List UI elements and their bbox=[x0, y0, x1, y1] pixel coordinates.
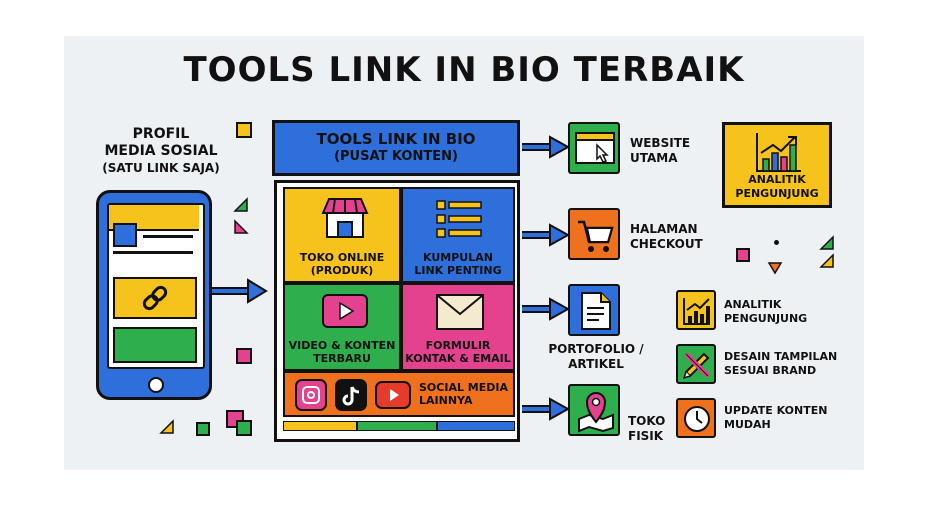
phone-avatar bbox=[113, 223, 137, 247]
website-tile[interactable] bbox=[568, 122, 620, 174]
toko-fisik-tile[interactable] bbox=[568, 384, 620, 436]
cell-label-line: FORMULIR bbox=[425, 339, 491, 352]
bar-chart-growth-icon bbox=[756, 133, 801, 172]
dest-toko-fisik-label: TOKO FISIK bbox=[628, 414, 666, 443]
hub-social-row[interactable]: SOCIAL MEDIA LAINNYA bbox=[283, 371, 515, 417]
checkout-tile[interactable] bbox=[568, 208, 620, 260]
decor-square bbox=[236, 420, 252, 436]
arrow-to-toko-fisik bbox=[522, 397, 571, 421]
hub-cell-formulir[interactable]: FORMULIR KONTAK & EMAIL bbox=[401, 283, 515, 371]
decor-triangle bbox=[819, 253, 834, 268]
arrow-to-portofolio bbox=[522, 297, 571, 321]
cell-label-line: TERBARU bbox=[313, 352, 371, 365]
feature-update-tile bbox=[676, 398, 716, 438]
profile-label: PROFIL MEDIA SOSIAL (SATU LINK SAJA) bbox=[102, 126, 220, 175]
chain-link-icon bbox=[142, 285, 168, 311]
arrow-phone-to-hub bbox=[212, 278, 268, 304]
phone-text-line bbox=[143, 235, 193, 238]
play-video-icon bbox=[322, 294, 368, 328]
phone-green-block bbox=[113, 327, 197, 363]
envelope-icon bbox=[436, 294, 484, 330]
hub-cell-kumpulan-link[interactable]: KUMPULAN LINK PENTING bbox=[401, 187, 515, 283]
page-title: TOOLS LINK IN BIO TERBAIK bbox=[183, 50, 745, 90]
dest-website-label: WEBSITE UTAMA bbox=[630, 136, 691, 165]
color-strip-yellow bbox=[283, 421, 357, 431]
decor-triangle bbox=[234, 219, 249, 234]
dest-checkout-label: HALAMAN CHECKOUT bbox=[630, 222, 703, 251]
social-label: SOCIAL MEDIA LAINNYA bbox=[419, 381, 508, 407]
feature-design-label: DESAIN TAMPILAN SESUAI BRAND bbox=[724, 350, 838, 377]
dest-portofolio-label: PORTOFOLIO / ARTIKEL bbox=[548, 342, 644, 371]
shopping-cart-icon bbox=[578, 220, 614, 252]
youtube-icon[interactable] bbox=[375, 381, 411, 409]
list-icon bbox=[436, 200, 482, 238]
feature-design-tile bbox=[676, 344, 716, 384]
analytics-card: ANALITIK PENGUNJUNG bbox=[722, 122, 832, 208]
hub-header: TOOLS LINK IN BIO (PUSAT KONTEN) bbox=[272, 120, 520, 176]
portofolio-tile[interactable] bbox=[568, 284, 620, 336]
browser-cursor-icon bbox=[575, 132, 615, 164]
pencil-ruler-icon bbox=[682, 352, 710, 380]
decor-triangle bbox=[819, 235, 834, 250]
hub-subtitle: (PUSAT KONTEN) bbox=[334, 149, 458, 164]
decor-dot bbox=[774, 240, 779, 245]
hub-cell-toko-online[interactable]: TOKO ONLINE (PRODUK) bbox=[283, 187, 401, 283]
cell-label-line: KUMPULAN bbox=[423, 251, 493, 264]
cell-label-line: VIDEO & KONTEN bbox=[288, 339, 396, 352]
storefront-icon bbox=[321, 198, 369, 238]
phone-illustration bbox=[96, 190, 212, 400]
phone-link-block bbox=[113, 277, 197, 319]
feature-analytics-tile bbox=[676, 290, 716, 330]
hub-title: TOOLS LINK IN BIO bbox=[316, 130, 476, 148]
arrow-to-website bbox=[522, 135, 571, 159]
decor-square bbox=[236, 348, 252, 364]
tiktok-icon[interactable] bbox=[335, 379, 367, 411]
clock-icon bbox=[684, 406, 710, 432]
cell-label-line: TOKO ONLINE bbox=[299, 251, 385, 264]
decor-triangle bbox=[159, 419, 174, 434]
decor-square bbox=[736, 248, 750, 262]
growth-chart-icon bbox=[683, 298, 710, 325]
arrow-to-checkout bbox=[522, 223, 571, 247]
hub-cell-video-konten[interactable]: VIDEO & KONTEN TERBARU bbox=[283, 283, 401, 371]
phone-home-button bbox=[148, 377, 164, 393]
cell-label-line: LINK PENTING bbox=[414, 264, 502, 277]
decor-triangle bbox=[233, 197, 248, 212]
instagram-icon[interactable] bbox=[295, 379, 327, 411]
cell-label-line: (PRODUK) bbox=[310, 264, 374, 277]
cell-label-line: KONTAK & EMAIL bbox=[405, 352, 511, 365]
feature-update-label: UPDATE KONTEN MUDAH bbox=[724, 404, 828, 431]
hub-grid: TOKO ONLINE (PRODUK) KUMPULAN LINK PENTI… bbox=[274, 180, 520, 442]
document-icon bbox=[581, 292, 611, 330]
decor-square bbox=[236, 122, 252, 138]
analytics-card-label: ANALITIK PENGUNJUNG bbox=[735, 173, 819, 200]
decor-square bbox=[196, 422, 210, 436]
feature-analytics-label: ANALITIK PENGUNJUNG bbox=[724, 298, 808, 325]
map-pin-icon bbox=[578, 392, 614, 433]
color-strip-green bbox=[357, 421, 437, 431]
decor-triangle bbox=[767, 262, 783, 275]
phone-text-line bbox=[113, 251, 193, 254]
color-strip-blue bbox=[437, 421, 515, 431]
